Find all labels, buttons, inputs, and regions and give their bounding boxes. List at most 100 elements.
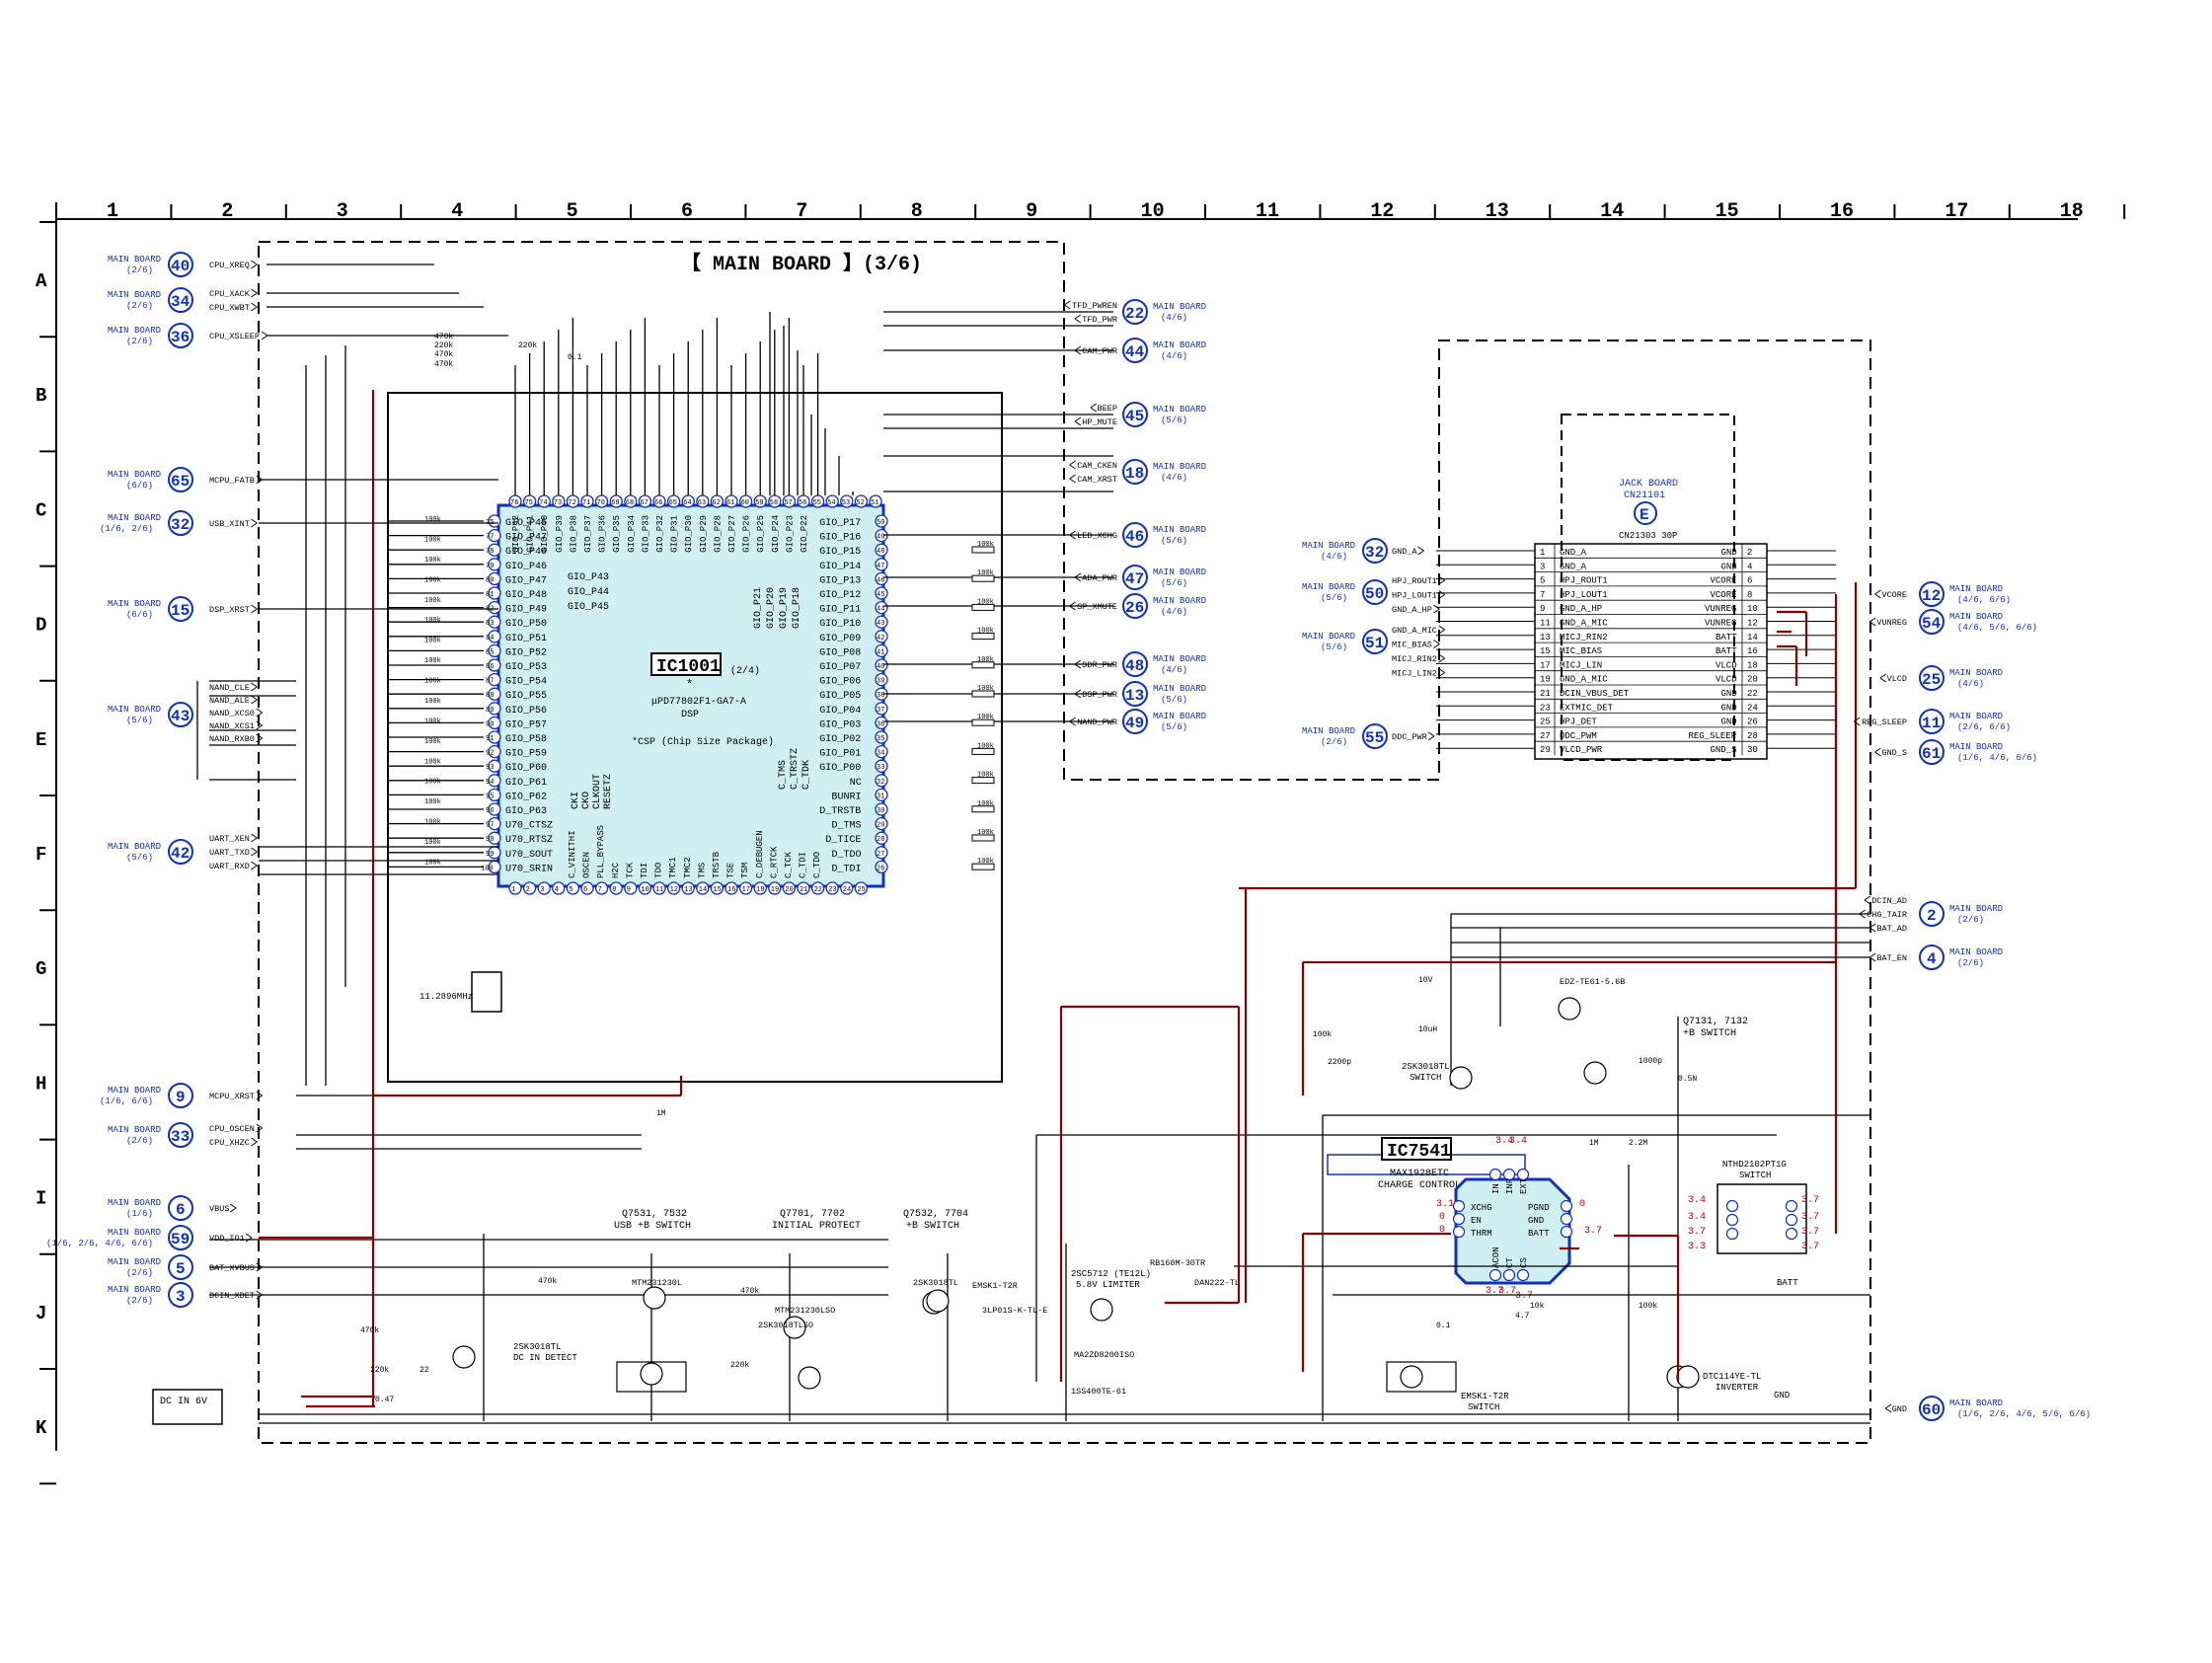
ic1001-pin-num: 43 <box>877 620 884 628</box>
ic1001-pin-name: GIO_P58 <box>505 734 547 745</box>
ic1001-pin-num: 33 <box>877 764 884 772</box>
value-label: 220k <box>730 1361 749 1370</box>
connector-board: MAIN BOARD <box>1949 584 2003 594</box>
dc-in-label: DC IN 6V <box>160 1397 207 1407</box>
jack-pin-name: GND_A_MIC <box>1560 675 1608 685</box>
connector-badge <box>1122 651 1148 677</box>
jack-pin-name: DCIN_VBUS_DET <box>1560 689 1630 699</box>
jack-pin-num: 7 <box>1540 590 1545 600</box>
jack-pin-num: 8 <box>1747 590 1752 600</box>
ic1001-pin-num: 84 <box>486 635 494 643</box>
ic1001-pin-num: 28 <box>877 836 884 844</box>
ic1001-bottom-label: C_TDI <box>799 852 808 878</box>
ic1001-pin-num: 14 <box>699 886 707 894</box>
connector-signal: VDD_IO1 <box>209 1234 245 1244</box>
connector-board: MAIN BOARD <box>1153 525 1206 535</box>
ic1001-pin-name: U70_RTSZ <box>505 835 553 846</box>
connector-number: 15 <box>171 602 190 620</box>
value-label: 1000p <box>1639 1057 1662 1066</box>
jack-board-outline <box>1561 414 1735 761</box>
ic1001-pin-35 <box>875 730 888 744</box>
part-label: MTM231230LSO <box>775 1306 835 1316</box>
ic1001-pin-33 <box>875 759 888 773</box>
connector-badge <box>1919 709 1945 734</box>
connector-badge <box>1122 681 1148 707</box>
ic1001-top-label: GIO_P37 <box>583 515 593 553</box>
ic1001-pin-num: 16 <box>727 886 735 894</box>
connector-signal: MICJ_LIN2 <box>1392 669 1437 679</box>
ic1001-pin-num: 9 <box>627 886 631 894</box>
connector-board: MAIN BOARD <box>108 290 161 300</box>
jack-pin-num: 12 <box>1747 619 1758 629</box>
ic7541-name: IC7541 <box>1387 1142 1451 1162</box>
ic1001-pin-num: 11 <box>655 886 663 894</box>
connector-board: MAIN BOARD <box>108 1228 161 1238</box>
connector-board: MAIN BOARD <box>108 1198 161 1208</box>
ic1001-pin-num: 79 <box>486 563 494 570</box>
ic1001-pin-7 <box>594 881 609 895</box>
ic1001-pin-20 <box>782 881 797 895</box>
connector-badge <box>168 467 193 492</box>
connector-board: MAIN BOARD <box>1153 654 1206 664</box>
ic1001-pin-16 <box>725 881 738 895</box>
oscen-resistor: 1M <box>656 1109 666 1118</box>
jack-pin-num: 20 <box>1747 675 1758 685</box>
ic1001-top-label: GIO_P30 <box>684 515 694 553</box>
column-label-14: 14 <box>1600 200 1624 223</box>
connector-number: 13 <box>1125 687 1144 705</box>
value-label: 100k <box>1313 1030 1332 1039</box>
connector-number: 50 <box>1365 585 1384 603</box>
ic1001-inner-label: GIO_P18 <box>792 587 802 629</box>
jack-pin-name: GND_A_MIC <box>1560 619 1608 629</box>
ic1001-pin-name: GIO_P12 <box>819 590 861 601</box>
connector-sheet: (4/6) <box>1161 351 1187 361</box>
connector-sheet: (5/6) <box>1161 578 1187 588</box>
jack-pin-num: 18 <box>1747 660 1758 670</box>
connector-signal: REG_SLEEP <box>1862 718 1907 727</box>
connector-badge <box>1122 459 1148 485</box>
connector-badge <box>1919 901 1945 927</box>
ic1001-inner-label: GIO_P45 <box>568 602 609 613</box>
connector-sheet: (4/6) <box>1321 552 1347 562</box>
ic1001-pin-name: D_TICE <box>825 835 861 846</box>
connector-board: MAIN BOARD <box>1302 632 1355 642</box>
svg-text:100k: 100k <box>977 858 994 866</box>
connector-board: MAIN BOARD <box>1153 302 1206 312</box>
ic1001-pin-1 <box>508 881 522 895</box>
batt-label: BATT <box>1777 1278 1798 1288</box>
connector-sheet: (4/6) <box>1161 313 1187 323</box>
ic1001-pin-45 <box>875 586 888 600</box>
ic1001-pin-name: GIO_P52 <box>505 647 547 658</box>
connector-sheet: (2/6, 6/6) <box>1957 722 2011 732</box>
ic1001-pin-98 <box>488 831 501 845</box>
value-label: 2200p <box>1328 1058 1351 1067</box>
jack-pin-name: VCORE <box>1711 576 1737 586</box>
connector-sheet: (2/6) <box>1957 958 1984 968</box>
connector-sheet: (2/6) <box>1321 737 1347 747</box>
ic1001-pin-81 <box>488 586 501 600</box>
svg-text:100k: 100k <box>424 779 441 787</box>
column-label-18: 18 <box>2060 200 2084 223</box>
transistor-symbol <box>1676 1365 1700 1389</box>
svg-text:0.1: 0.1 <box>568 353 582 362</box>
voltage-label: 0 <box>1439 1212 1445 1223</box>
connector-signal: VLCD <box>1887 674 1907 684</box>
jack-pin-num: 13 <box>1540 633 1551 643</box>
voltage-label: 3.7 <box>1801 1195 1819 1206</box>
connector-signal: CPU_XACK <box>209 289 251 299</box>
svg-text:100k: 100k <box>424 758 441 766</box>
svg-text:100k: 100k <box>977 714 994 721</box>
connector-sheet: (1/6, 2/6, 4/6, 6/6) <box>46 1239 153 1248</box>
limiter-ref: 2SC5712 (TE12L) <box>1071 1269 1151 1279</box>
connector-badge <box>1362 723 1388 749</box>
connector-badge <box>1919 581 1945 607</box>
